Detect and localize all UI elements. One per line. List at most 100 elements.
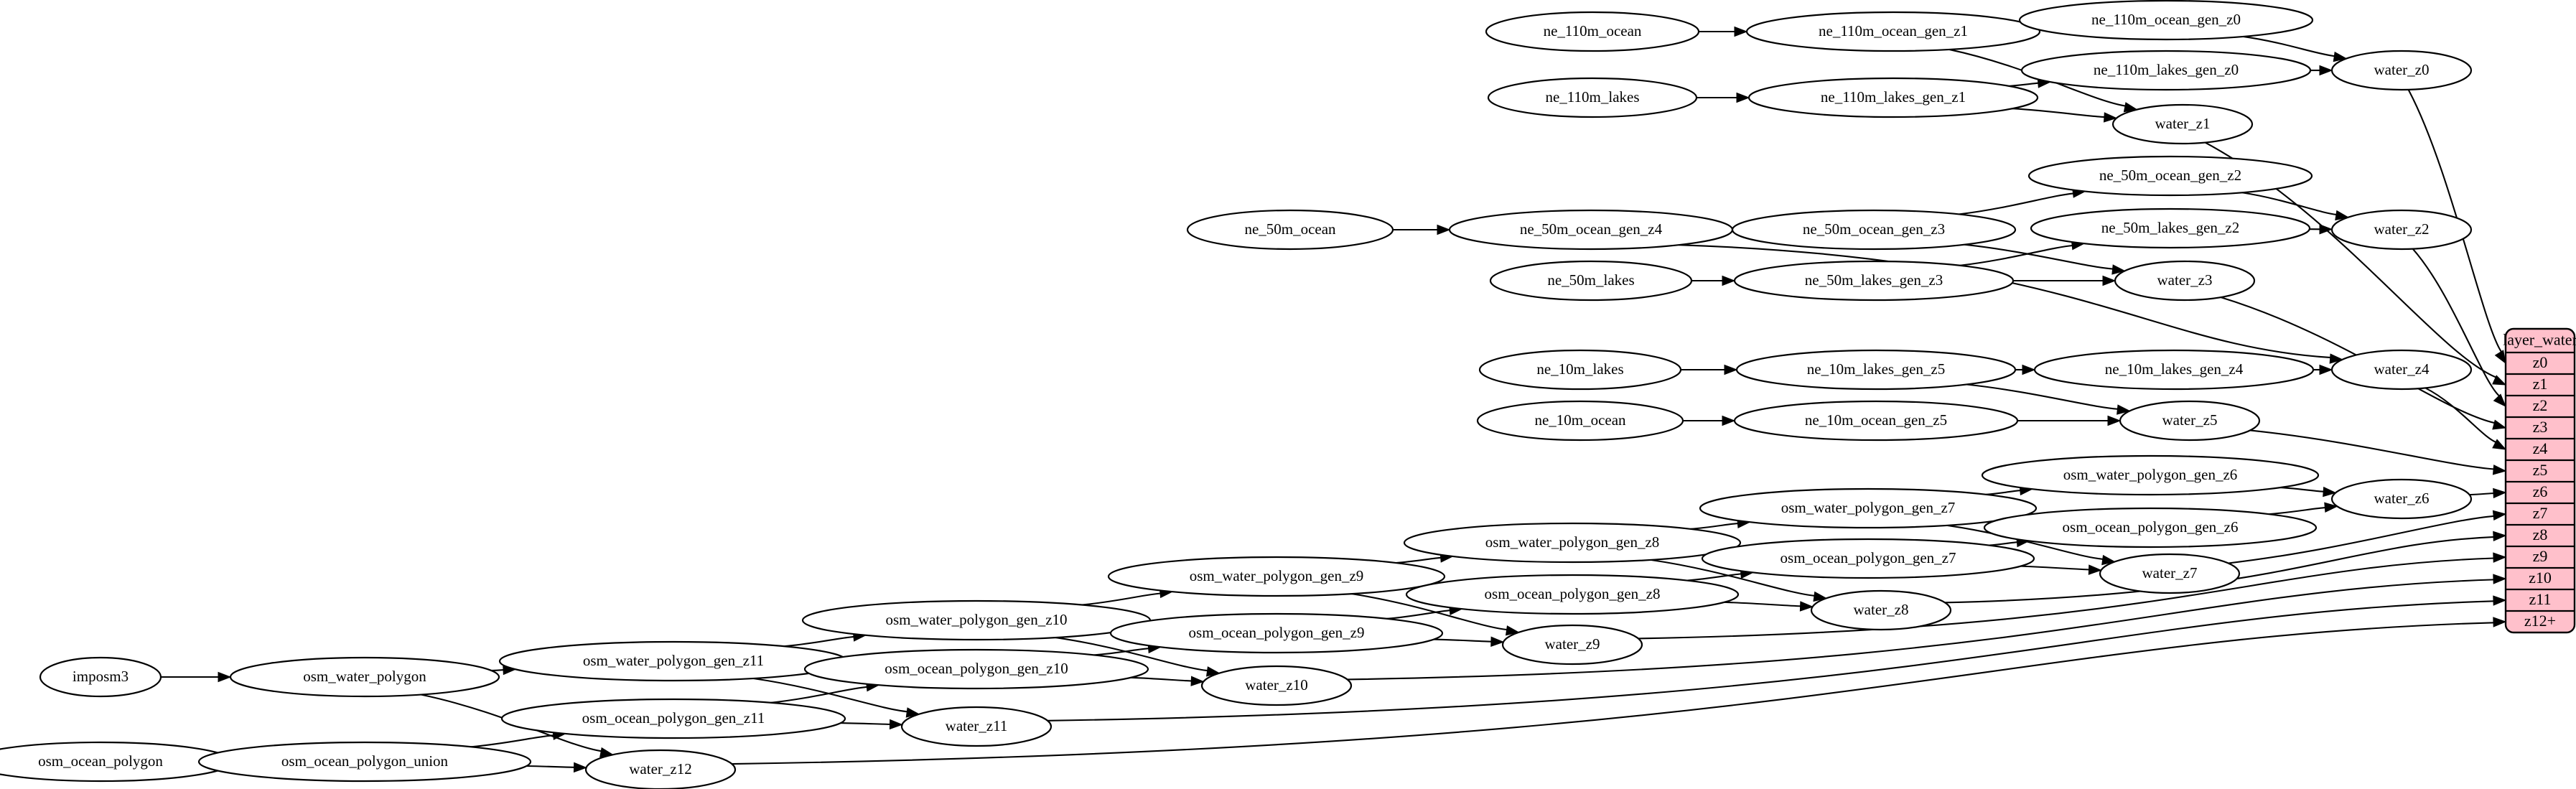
graph-edge [2250,429,2495,470]
graph-node-ne_110m_lakes_gen_z1[interactable]: ne_110m_lakes_gen_z1 [1747,77,2039,118]
record-row-z10[interactable]: z10 [2506,568,2575,589]
graph-node-water_z0[interactable]: water_z0 [2330,50,2473,91]
graph-edge [1094,648,1149,656]
node-ellipse [0,741,234,783]
record-row-hitbox[interactable] [2506,460,2575,482]
record-row-hitbox[interactable] [2506,503,2575,525]
record-row-z3[interactable]: z3 [2506,417,2575,439]
record-row-hitbox[interactable] [2506,482,2575,503]
graph-node-water_z1[interactable]: water_z1 [2111,103,2254,145]
node-ellipse [1405,574,1740,615]
record-row-hitbox[interactable] [2506,374,2575,396]
graph-node-water_z4[interactable]: water_z4 [2330,349,2473,391]
graph-edge-arrowhead [2103,112,2118,123]
record-row-hitbox[interactable] [2506,589,2575,611]
graph-node-osm_water_polygon_gen_z11[interactable]: osm_water_polygon_gen_z11 [498,640,849,682]
graph-node-ne_50m_lakes_gen_z2[interactable]: ne_50m_lakes_gen_z2 [2030,207,2311,249]
record-row-z11[interactable]: z11 [2506,589,2575,611]
graph-node-osm_water_polygon[interactable]: osm_water_polygon [229,656,500,698]
graph-node-water_z5[interactable]: water_z5 [2119,400,2261,442]
record-row-z5[interactable]: z5 [2506,460,2575,482]
graph-node-osm_water_polygon_gen_z7[interactable]: osm_water_polygon_gen_z7 [1699,487,2038,529]
graph-node-ne_10m_ocean[interactable]: ne_10m_ocean [1476,400,1684,442]
graph-node-ne_110m_lakes_gen_z0[interactable]: ne_110m_lakes_gen_z0 [2020,50,2312,91]
graph-edge [1396,556,1442,564]
graph-edge-arrowhead [2329,353,2343,364]
node-ellipse [2330,478,2473,520]
graph-node-ne_110m_lakes[interactable]: ne_110m_lakes [1487,77,1698,118]
record-row-z4[interactable]: z4 [2506,439,2575,460]
graph-node-water_z12[interactable]: water_z12 [584,749,737,789]
graph-node-osm_water_polygon_gen_z9[interactable]: osm_water_polygon_gen_z9 [1107,556,1446,597]
record-row-hitbox[interactable] [2506,568,2575,589]
graph-node-osm_ocean_polygon_gen_z6[interactable]: osm_ocean_polygon_gen_z6 [1983,507,2318,548]
graph-node-imposm3[interactable]: imposm3 [39,656,162,698]
graph-node-ne_10m_lakes[interactable]: ne_10m_lakes [1478,349,1682,391]
graph-node-osm_water_polygon_gen_z6[interactable]: osm_water_polygon_gen_z6 [1981,454,2320,496]
record-row-hitbox[interactable] [2506,611,2575,632]
graph-node-ne_50m_lakes_gen_z3[interactable]: ne_50m_lakes_gen_z3 [1733,260,2015,302]
graph-edge [1679,244,2331,359]
graph-node-water_z3[interactable]: water_z3 [2114,260,2256,302]
node-ellipse [803,648,1149,690]
graph-node-ne_50m_ocean_gen_z4[interactable]: ne_50m_ocean_gen_z4 [1448,209,1734,251]
record-row-hitbox[interactable] [2506,546,2575,568]
node-ellipse [1501,624,1643,666]
graph-node-osm_water_polygon_gen_z10[interactable]: osm_water_polygon_gen_z10 [801,599,1152,641]
record-row-hitbox[interactable] [2506,525,2575,546]
record-row-z12+[interactable]: z12+ [2506,611,2575,632]
record-row-z0[interactable]: z0 [2506,353,2575,374]
graph-node-water_z11[interactable]: water_z11 [900,706,1053,747]
record-row-z8[interactable]: z8 [2506,525,2575,546]
record-row-z7[interactable]: z7 [2506,503,2575,525]
graph-node-water_z7[interactable]: water_z7 [2099,553,2241,594]
record-table-layer-water[interactable]: layer_waterz0z1z2z3z4z5z6z7z8z9z10z11z12… [2503,327,2576,634]
graph-edge [840,722,891,725]
graph-edge [732,622,2495,765]
record-row-hitbox[interactable] [2506,417,2575,439]
graph-node-osm_water_polygon_gen_z8[interactable]: osm_water_polygon_gen_z8 [1403,522,1742,564]
graph-node-water_z9[interactable]: water_z9 [1501,624,1643,666]
graph-node-osm_ocean_polygon[interactable]: osm_ocean_polygon [0,741,234,783]
graph-node-osm_ocean_polygon_union[interactable]: osm_ocean_polygon_union [197,741,532,783]
node-ellipse [1701,538,2035,579]
graph-edge [784,635,855,648]
record-row-hitbox[interactable] [2506,353,2575,374]
record-row-z1[interactable]: z1 [2506,374,2575,396]
node-ellipse [2033,349,2315,391]
graph-edge [2280,487,2325,492]
graph-node-ne_50m_ocean_gen_z3[interactable]: ne_50m_ocean_gen_z3 [1731,209,2017,251]
record-row-z9[interactable]: z9 [2506,546,2575,568]
graph-node-ne_50m_ocean_gen_z2[interactable]: ne_50m_ocean_gen_z2 [2027,155,2313,197]
node-ellipse [2111,103,2254,145]
graph-node-osm_ocean_polygon_gen_z11[interactable]: osm_ocean_polygon_gen_z11 [500,698,846,739]
graph-node-osm_ocean_polygon_gen_z9[interactable]: osm_ocean_polygon_gen_z9 [1109,612,1444,654]
graph-node-ne_10m_lakes_gen_z5[interactable]: ne_10m_lakes_gen_z5 [1735,349,2017,391]
graph-node-ne_110m_ocean_gen_z1[interactable]: ne_110m_ocean_gen_z1 [1745,11,2041,52]
graph-node-water_z6[interactable]: water_z6 [2330,478,2473,520]
graph-node-ne_50m_ocean[interactable]: ne_50m_ocean [1186,209,1394,251]
node-ellipse [801,599,1152,641]
graph-edge [753,677,908,713]
graph-node-water_z2[interactable]: water_z2 [2330,209,2473,251]
record-row-hitbox[interactable] [2506,439,2575,460]
graph-edge-arrowhead [218,671,232,683]
graph-edge-arrowhead [2088,564,2102,575]
graph-node-water_z8[interactable]: water_z8 [1810,589,1952,631]
graph-node-osm_ocean_polygon_gen_z8[interactable]: osm_ocean_polygon_gen_z8 [1405,574,1740,615]
record-row-z2[interactable]: z2 [2506,396,2575,417]
graph-edge [1651,559,1816,597]
graph-node-ne_10m_ocean_gen_z5[interactable]: ne_10m_ocean_gen_z5 [1733,400,2019,442]
graph-node-ne_110m_ocean[interactable]: ne_110m_ocean [1485,11,1700,52]
graph-node-ne_50m_lakes[interactable]: ne_50m_lakes [1489,260,1693,302]
graph-edge [2009,82,2039,87]
graph-node-water_z10[interactable]: water_z10 [1200,665,1353,706]
graph-node-ne_110m_ocean_gen_z0[interactable]: ne_110m_ocean_gen_z0 [2018,0,2314,41]
graph-node-osm_ocean_polygon_gen_z7[interactable]: osm_ocean_polygon_gen_z7 [1701,538,2035,579]
graph-node-osm_ocean_polygon_gen_z10[interactable]: osm_ocean_polygon_gen_z10 [803,648,1149,690]
record-row-hitbox[interactable] [2506,396,2575,417]
graph-edge-arrowhead [2492,439,2507,450]
graph-node-ne_10m_lakes_gen_z4[interactable]: ne_10m_lakes_gen_z4 [2033,349,2315,391]
graph-edge [1638,557,2495,640]
record-row-z6[interactable]: z6 [2506,482,2575,503]
